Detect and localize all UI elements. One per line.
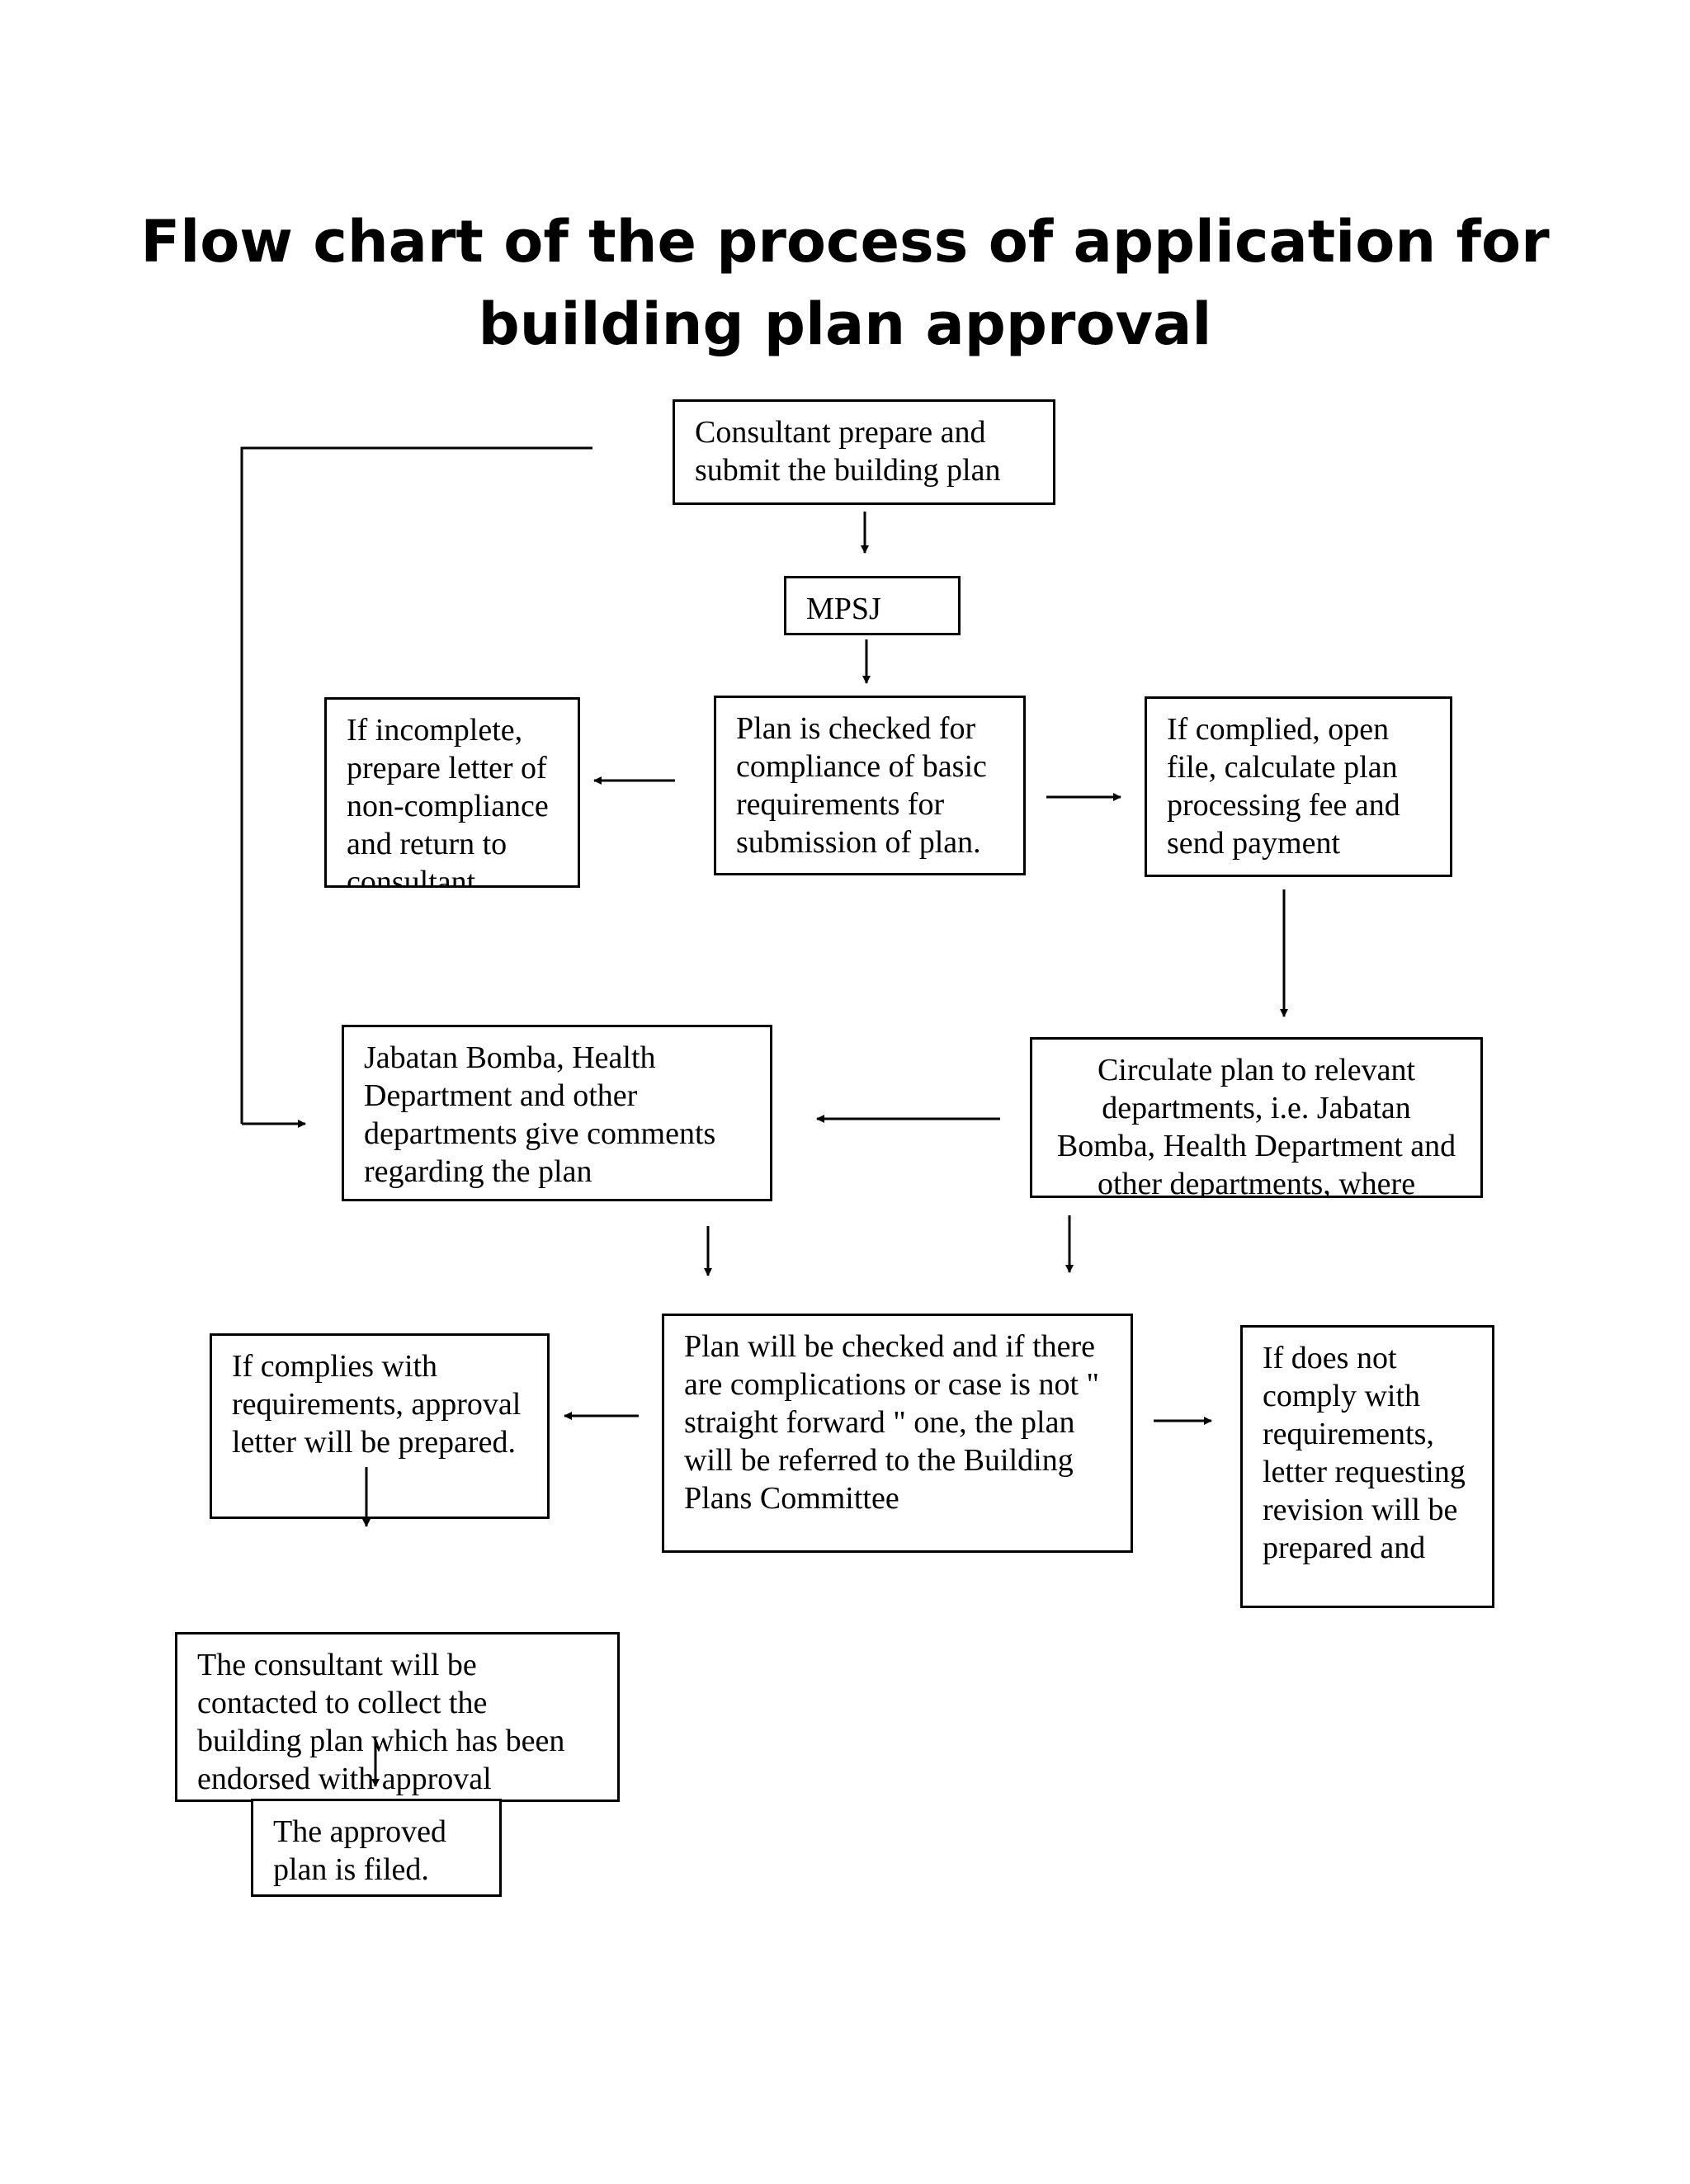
box-departments-comment: Jabatan Bomba, Health Department and oth… <box>342 1025 772 1201</box>
box-plan-checked-committee: Plan will be checked and if there are co… <box>662 1314 1133 1553</box>
box-consultant-submit: Consultant prepare and submit the buildi… <box>673 399 1055 505</box>
box-if-complied: If complied, open file, calculate plan p… <box>1145 696 1452 877</box>
box-if-not-comply: If does not comply with requirements, le… <box>1240 1325 1494 1608</box>
box-circulate-plan: Circulate plan to relevant departments, … <box>1030 1037 1483 1198</box>
box-mpsj: MPSJ <box>784 576 961 635</box>
flowchart-title-line-1: Flow chart of the process of application… <box>140 208 1550 276</box>
box-if-complies: If complies with requirements, approval … <box>210 1333 550 1519</box>
box-approved-filed: The approved plan is filed. <box>251 1799 502 1897</box>
return-line-to-departments <box>240 446 592 1124</box>
flowchart-title-line-2: building plan approval <box>478 290 1212 358</box>
box-plan-checked-basic: Plan is checked for compliance of basic … <box>714 696 1026 875</box>
box-consultant-contacted: The consultant will be contacted to coll… <box>175 1632 620 1802</box>
box-if-incomplete: If incomplete, prepare letter of non-com… <box>324 697 580 888</box>
